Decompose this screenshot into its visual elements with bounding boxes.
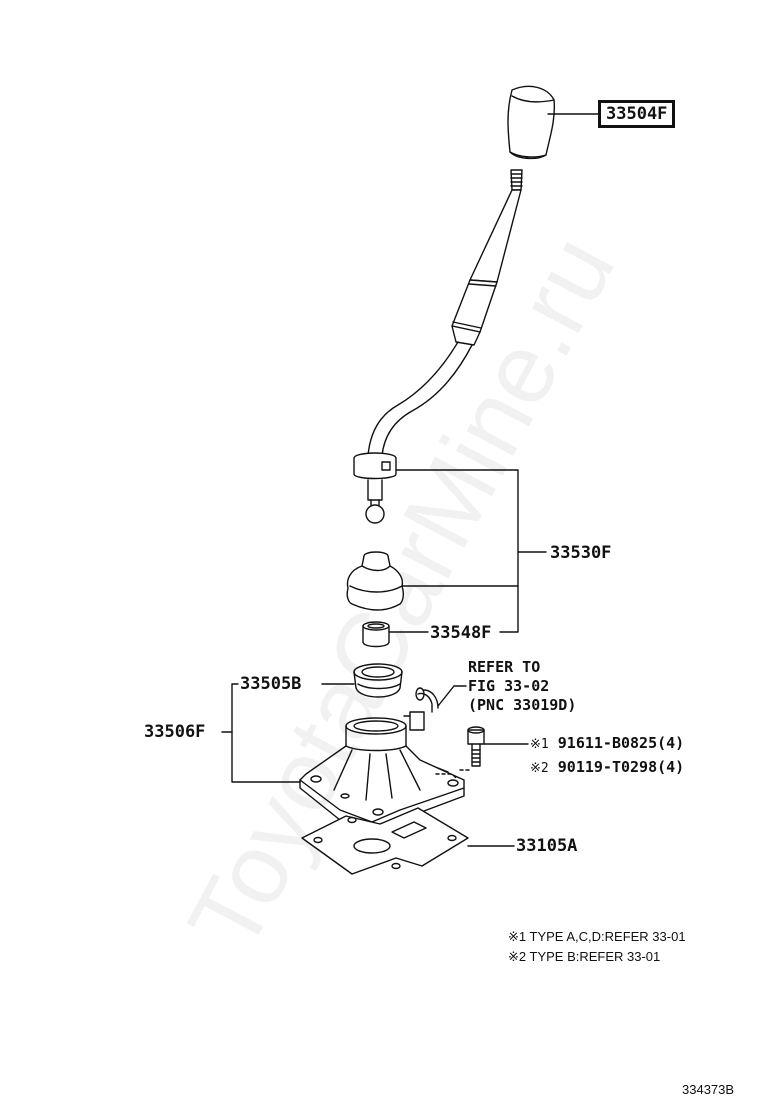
- part-label-lever-assy: 33530F: [550, 543, 612, 563]
- part-label-gasket: 33105A: [516, 836, 578, 856]
- refer-fitting-part: [403, 687, 439, 731]
- bolt-entry-2: ※2 90119-T0298(4): [530, 758, 685, 777]
- gasket-part: [301, 807, 469, 875]
- bushing-part: [362, 621, 390, 648]
- shift-boot-part: [346, 551, 405, 611]
- seat-part: [353, 663, 403, 698]
- part-label-knob: 33504F: [598, 100, 676, 128]
- bolt-mark-1: ※1: [530, 737, 549, 752]
- part-label-retainer: 33506F: [144, 722, 206, 742]
- footnote-1: ※1 TYPE A,C,D:REFER 33-01: [508, 929, 686, 944]
- shift-lever-shaft: [367, 189, 522, 457]
- refer-line-3: (PNC 33019D): [468, 696, 577, 714]
- refer-line-2: FIG 33-02: [468, 677, 550, 695]
- bolt-part-1: 91611-B0825(4): [557, 734, 685, 752]
- leader-lines: [221, 469, 547, 847]
- refer-line-1: REFER TO: [468, 658, 541, 676]
- shift-knob-part: [507, 85, 556, 160]
- shift-retainer-part: [299, 717, 471, 833]
- bolt-part-2: 90119-T0298(4): [557, 758, 685, 776]
- part-label-bushing: 33548F: [430, 623, 492, 643]
- figure-id: 334373B: [682, 1082, 735, 1097]
- footnote-2: ※2 TYPE B:REFER 33-01: [508, 949, 661, 964]
- part-label-seat: 33505B: [240, 674, 302, 694]
- bolt-mark-2: ※2: [530, 761, 549, 776]
- lever-collar: [353, 452, 397, 524]
- bolt-entry-1: ※1 91611-B0825(4): [530, 734, 685, 753]
- lever-thread: [510, 169, 523, 191]
- bolt-part: [467, 726, 485, 767]
